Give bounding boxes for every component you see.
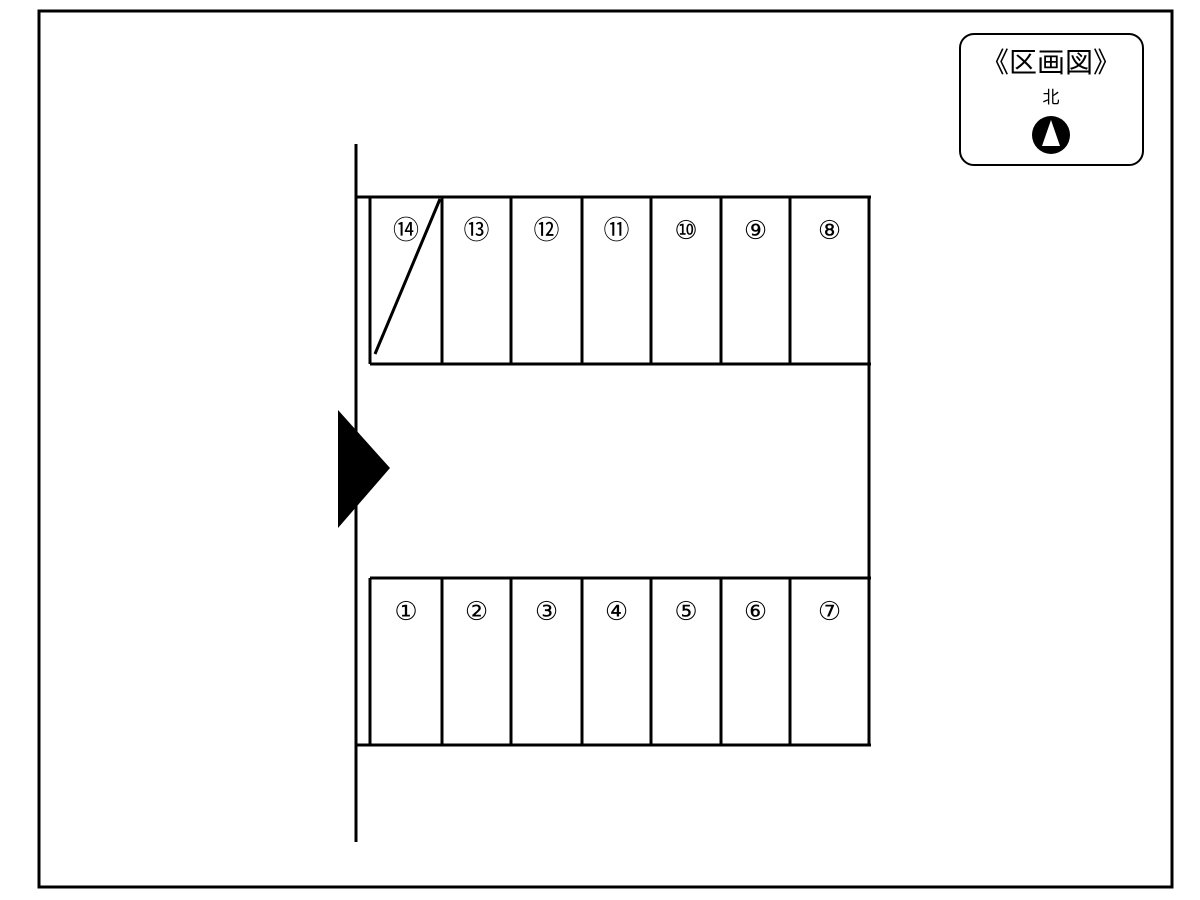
space-number: ④	[605, 597, 628, 627]
parking-space: ④	[580, 578, 628, 745]
parking-space: ⑨	[719, 197, 767, 364]
parking-row-north: ⑭ ⑬ ⑫ ⑪ ⑩ ⑨ ⑧	[373, 197, 841, 364]
parking-space: ⑦	[788, 578, 841, 745]
parking-space: ⑭	[373, 198, 442, 355]
entrance-arrow-icon	[338, 410, 390, 528]
north-arrow-icon	[1032, 116, 1070, 154]
lot-outline	[356, 195, 871, 747]
parking-space: ③	[509, 578, 558, 745]
parking-space: ⑧	[788, 197, 841, 364]
parking-space: ⑤	[649, 578, 698, 745]
parking-row-south: ① ② ③ ④ ⑤ ⑥ ⑦	[394, 578, 841, 745]
space-number: ⑭	[393, 216, 419, 246]
space-number: ⑤	[674, 597, 697, 627]
space-number: ⑦	[818, 597, 841, 627]
space-number: ⑩	[674, 216, 697, 246]
legend-frame	[959, 33, 1144, 166]
space-number: ②	[465, 597, 488, 627]
space-number: ①	[394, 597, 417, 627]
parking-space: ②	[440, 578, 488, 745]
space-number: ⑧	[818, 216, 841, 246]
parking-space: ⑥	[719, 578, 767, 745]
parking-space: ⑩	[649, 197, 698, 364]
legend-title: 《区画図》	[981, 46, 1121, 79]
parking-space: ⑬	[440, 197, 490, 364]
legend-box: 《区画図》 北	[959, 33, 1144, 166]
space-number: ⑨	[744, 216, 767, 246]
space-number: ⑥	[744, 597, 767, 627]
parking-space: ⑪	[580, 197, 630, 364]
space-number: ⑪	[603, 216, 629, 246]
occupied-slash	[373, 198, 442, 355]
space-number: ⑬	[463, 216, 489, 246]
parking-space: ⑫	[509, 197, 560, 364]
north-label: 北	[1043, 88, 1060, 108]
space-number: ⑫	[533, 216, 559, 246]
parking-space: ①	[394, 597, 417, 627]
space-number: ③	[535, 597, 558, 627]
outer-frame	[37, 9, 1174, 889]
